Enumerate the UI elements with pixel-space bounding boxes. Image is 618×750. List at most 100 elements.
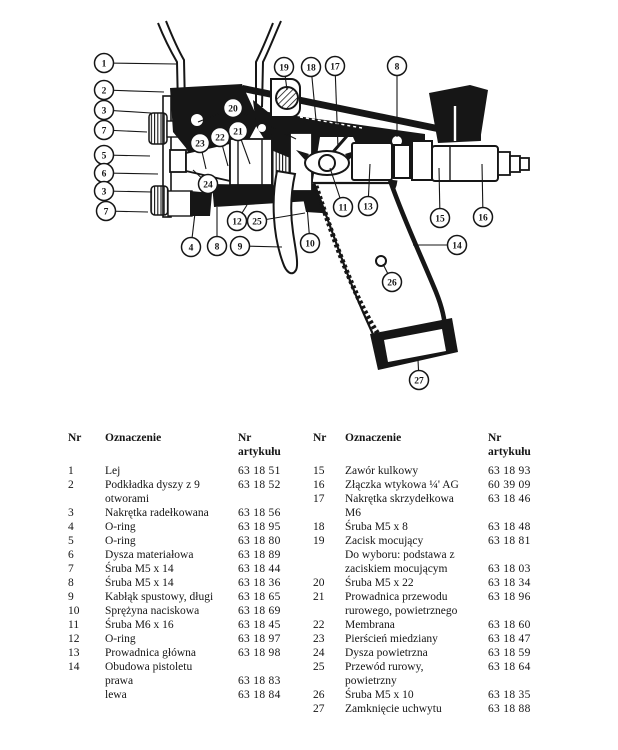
cell-nr: 9 (68, 591, 74, 603)
svg-text:13: 13 (363, 202, 373, 212)
callout-11: 11 (329, 167, 354, 218)
cell-nr: 24 (313, 647, 325, 659)
cell-nr (313, 562, 345, 576)
cell-nr: 1 (68, 465, 74, 477)
cell-nr: 21 (313, 591, 325, 603)
table-row: 14 Obudowa pistoletu (68, 660, 313, 674)
cell-nr (68, 688, 105, 702)
diagram-svg: 1237563719181782021222324489122510111315… (93, 20, 530, 391)
callout-2: 2 (93, 79, 165, 101)
cell-art: 63 18 51 (238, 465, 281, 477)
svg-text:25: 25 (252, 217, 262, 227)
cell-nr: 14 (68, 661, 80, 673)
svg-text:6: 6 (102, 169, 107, 179)
cell-nr: 19 (313, 535, 325, 547)
cell-art: 63 18 98 (238, 647, 281, 659)
svg-text:7: 7 (102, 126, 107, 136)
callout-16: 16 (472, 163, 494, 228)
callout-17: 17 (324, 55, 346, 149)
cell-desc: O-ring (105, 521, 136, 533)
cell-nr (68, 492, 105, 506)
cell-art (238, 660, 313, 674)
svg-text:4: 4 (189, 243, 194, 253)
cell-nr: 5 (68, 535, 74, 547)
callout-6: 6 (93, 162, 159, 184)
callout-21: 21 (227, 120, 251, 165)
cell-desc: Zamknięcie uchwytu (345, 703, 442, 715)
cell-nr (313, 674, 345, 688)
table-row: 1 Lej 63 18 51 (68, 464, 313, 478)
cell-nr: 8 (68, 577, 74, 589)
svg-text:12: 12 (232, 217, 242, 227)
svg-text:3: 3 (102, 106, 107, 116)
callout-7: 7 (95, 200, 149, 222)
cell-nr: 13 (68, 647, 80, 659)
cell-nr: 6 (68, 549, 74, 561)
svg-text:1: 1 (102, 59, 107, 69)
svg-text:19: 19 (279, 63, 289, 73)
cell-nr: 27 (313, 703, 325, 715)
cell-desc: Śruba M5 x 22 (345, 577, 414, 589)
cell-desc: Śruba M5 x 14 (105, 577, 174, 589)
cell-desc: Podkładka dyszy z 9 (105, 479, 200, 491)
svg-text:20: 20 (228, 104, 238, 114)
cell-art: 60 39 09 (488, 479, 531, 491)
cell-nr: 10 (68, 605, 80, 617)
callout-1: 1 (93, 52, 177, 74)
cell-nr: 22 (313, 619, 325, 631)
cell-nr: 15 (313, 465, 325, 477)
table-row: otworami (68, 492, 313, 506)
cell-desc: Śruba M5 x 14 (105, 563, 174, 575)
cell-nr (313, 604, 345, 618)
cell-desc: Złączka wtykowa ¼' AG (345, 479, 459, 491)
cell-desc: Obudowa pistoletu (105, 661, 193, 673)
header-nr: Nr (68, 432, 82, 444)
cell-nr: 12 (68, 633, 80, 645)
cell-art (488, 604, 548, 618)
cell-nr: 11 (68, 619, 80, 631)
hatched-screw (270, 78, 301, 118)
table-header: Nr Oznaczenie Nr artykułu (313, 431, 546, 459)
cell-desc: Prowadnica przewodu (345, 591, 448, 603)
svg-text:8: 8 (215, 242, 220, 252)
table-row: Do wyboru: podstawa z (313, 548, 546, 562)
cell-art: 63 18 95 (238, 521, 281, 533)
cell-art: 63 18 97 (238, 633, 281, 645)
cell-nr: 25 (313, 661, 325, 673)
callout-3: 3 (93, 180, 153, 202)
header-art-line1: Nr (488, 432, 502, 444)
callout-14: 14 (413, 234, 468, 256)
callout-25: 25 (246, 210, 306, 232)
cell-desc: Sprężyna naciskowa (105, 605, 200, 617)
svg-text:9: 9 (238, 242, 243, 252)
header-desc: Oznaczenie (105, 432, 162, 444)
cell-art: 63 18 88 (488, 703, 531, 715)
cell-desc: Lej (105, 465, 121, 477)
svg-text:3: 3 (102, 187, 107, 197)
cell-desc: Przewód rurowy, (345, 661, 424, 673)
ball-valve (351, 140, 433, 181)
cell-art: 63 18 60 (488, 619, 531, 631)
cell-desc: Śruba M5 x 8 (345, 521, 408, 533)
header-desc: Oznaczenie (345, 432, 402, 444)
callout-23: 23 (189, 132, 211, 170)
cell-art: 63 18 84 (238, 689, 281, 701)
cell-art: 63 18 36 (238, 577, 281, 589)
